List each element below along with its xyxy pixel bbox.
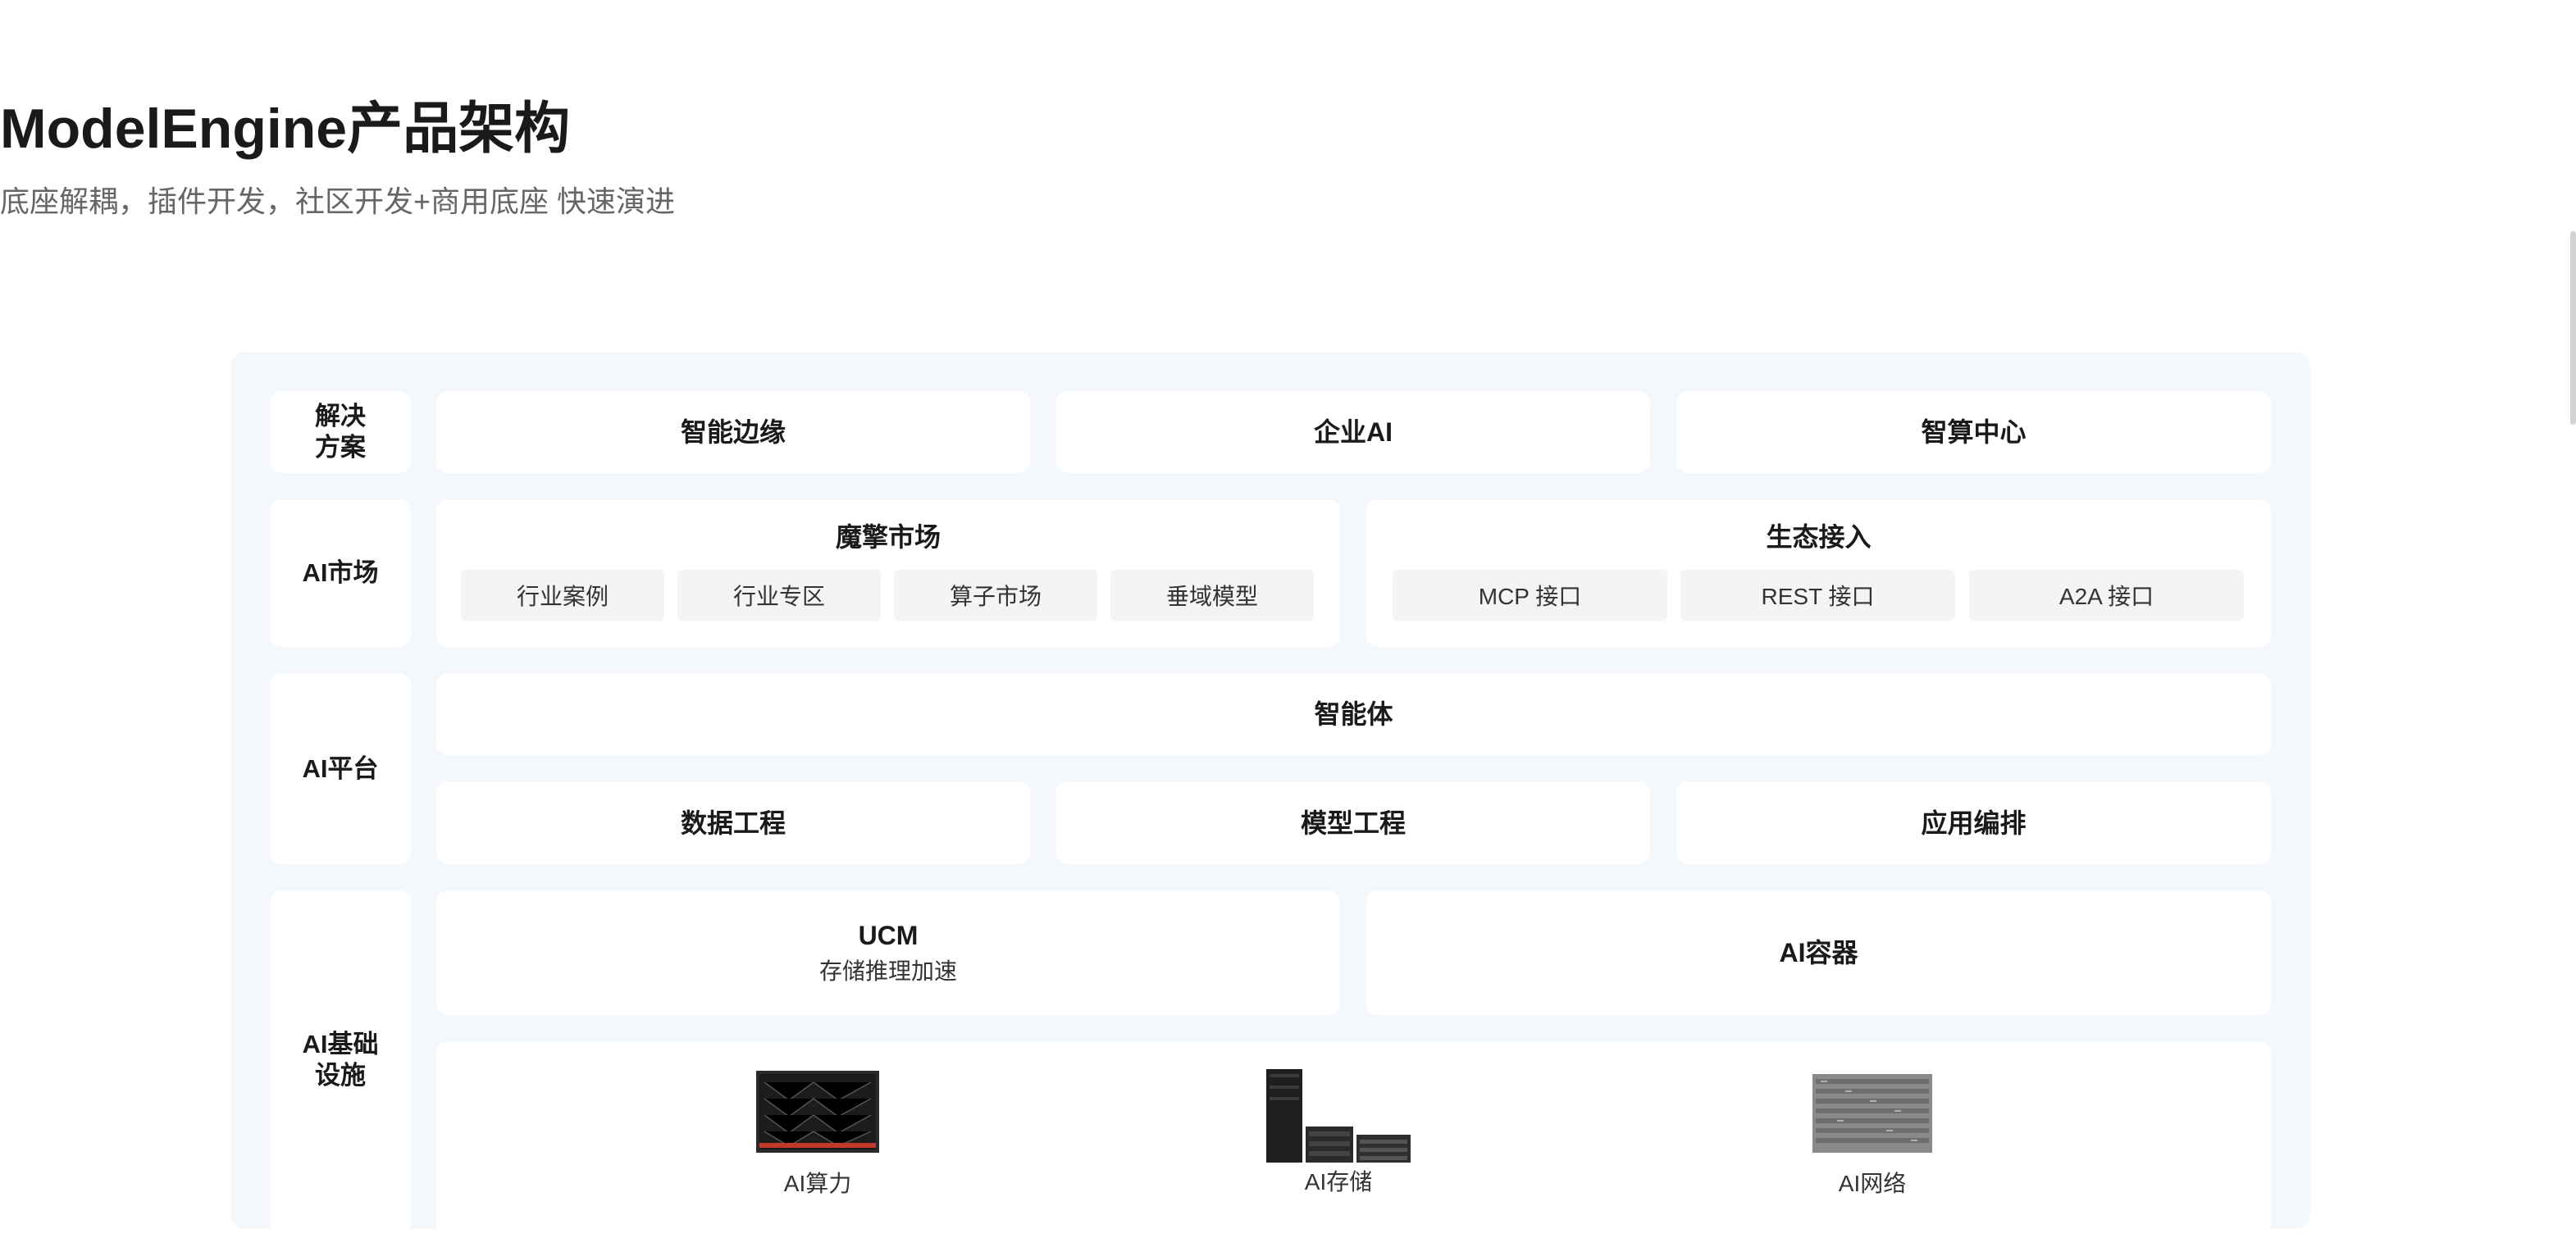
card-title: UCM [858,921,919,950]
layer-label-infra: AI基础 设施 [270,890,411,1235]
card-title: 魔擎市场 [835,522,941,552]
ai-container-card[interactable]: AI容器 [1366,890,2271,1015]
hardware-compute[interactable]: AI算力 [740,1071,896,1199]
ucm-card[interactable]: UCM 存储推理加速 [436,890,1340,1015]
architecture-diagram: 解决 方案 智能边缘 企业AI 智算中心 AI市场 魔擎市场 行业案例 行业专区… [230,352,2310,1238]
layer-label-market: AI市场 [270,499,411,647]
layer-label-text: AI平台 [302,753,379,783]
hardware-label: AI算力 [783,1171,852,1196]
layer-label-platform: AI平台 [270,673,411,864]
scrollbar-thumb[interactable] [2570,231,2576,425]
page-title: ModelEngine产品架构 [0,98,571,160]
hardware-label: AI网络 [1838,1171,1907,1196]
card-title: AI容器 [1779,938,1858,967]
app-orchestration-card[interactable]: 应用编排 [1676,781,2271,864]
storage-tower-icon [1266,1069,1411,1163]
card-title: 智算中心 [1921,417,2027,447]
data-engineering-card[interactable]: 数据工程 [436,781,1030,864]
chip-rest-interface[interactable]: REST 接口 [1680,570,1955,621]
card-title: 生态接入 [1766,522,1872,552]
chip-vertical-models[interactable]: 垂域模型 [1110,570,1314,621]
hardware-card: AI算力 AI存储 [436,1041,2271,1238]
solution-card-computing-center[interactable]: 智算中心 [1676,391,2271,473]
model-engineering-card[interactable]: 模型工程 [1056,781,1650,864]
agent-card[interactable]: 智能体 [436,673,2271,755]
network-switch-icon [1812,1074,1932,1153]
card-title: 应用编排 [1921,808,2027,838]
layer-label-text: AI市场 [302,558,379,587]
layer-label-solution: 解决 方案 [270,391,411,473]
card-subtitle: 存储推理加速 [818,958,957,984]
card-title: 企业AI [1313,417,1393,447]
layer-label-text: 解决 方案 [315,402,366,462]
chip-industry-zone[interactable]: 行业专区 [677,570,881,621]
hardware-label: AI存储 [1304,1169,1373,1195]
chip-operator-market[interactable]: 算子市场 [894,570,1097,621]
card-title: 数据工程 [680,808,786,838]
chip-industry-cases[interactable]: 行业案例 [461,570,664,621]
hardware-network[interactable]: AI网络 [1794,1074,1950,1199]
mojing-market-card[interactable]: 魔擎市场 行业案例 行业专区 算子市场 垂域模型 [436,499,1340,647]
solution-card-enterprise-ai[interactable]: 企业AI [1056,391,1650,473]
card-title: 智能体 [1314,699,1393,729]
card-title: 智能边缘 [680,417,786,447]
ecosystem-card[interactable]: 生态接入 MCP 接口 REST 接口 A2A 接口 [1366,499,2271,647]
server-rack-icon [756,1071,879,1153]
solution-card-edge[interactable]: 智能边缘 [436,391,1030,473]
chip-a2a-interface[interactable]: A2A 接口 [1969,570,2244,621]
card-title: 模型工程 [1300,808,1406,838]
chip-mcp-interface[interactable]: MCP 接口 [1393,570,1667,621]
hardware-storage[interactable]: AI存储 [1256,1069,1420,1197]
page-subtitle: 底座解耦，插件开发，社区开发+商用底座 快速演进 [0,184,676,218]
layer-label-text: AI基础 设施 [302,1030,379,1090]
